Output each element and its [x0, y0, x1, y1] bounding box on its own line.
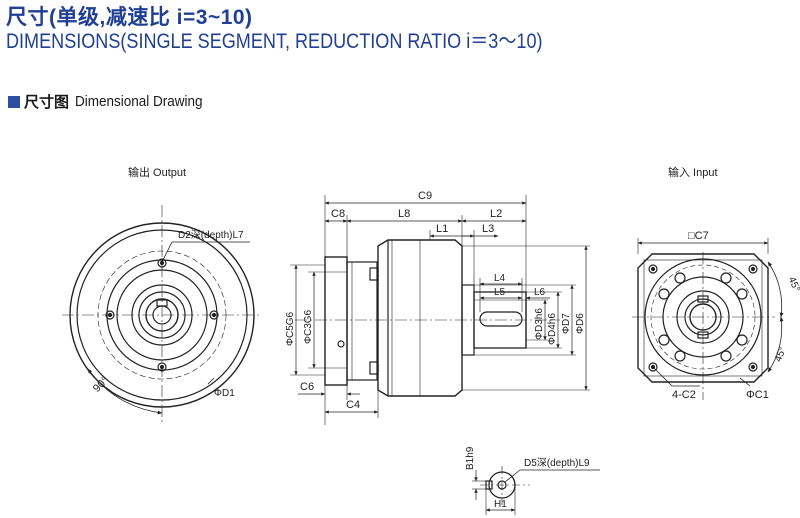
- section-square-icon: [8, 95, 20, 108]
- output-view-label: 输出 Output: [128, 165, 186, 179]
- section-header: 尺寸图 Dimensional Drawing: [8, 91, 217, 112]
- dim-c7: □C7: [688, 230, 709, 242]
- dim-l6: L6: [534, 287, 546, 298]
- key-detail: B1h9 D5深(depth)L9 H1: [465, 446, 600, 515]
- section-label-en: Dimensional Drawing: [75, 93, 203, 110]
- dim-phi-c5g6: ΦC5G6: [285, 311, 296, 346]
- page-subtitle: DIMENSIONS(SINGLE SEGMENT, REDUCTION RAT…: [6, 30, 543, 53]
- dim-l4: L4: [494, 273, 506, 284]
- dim-b1h9: B1h9: [465, 446, 476, 470]
- dim-phi-c1: ΦC1: [746, 389, 769, 401]
- dim-h1: H1: [494, 499, 507, 510]
- dim-phi-d3h6: ΦD3h6: [534, 308, 545, 340]
- dim-l5: L5: [494, 287, 506, 298]
- output-bolt-holes: [105, 258, 219, 372]
- section-label-cn: 尺寸图: [24, 94, 70, 111]
- dim-angle-45-top: 45°: [786, 275, 800, 293]
- side-view: C9 C8 L8 L2 L1 L3 L4 L5 L6 ΦC5G6 ΦC3G6 Φ…: [285, 190, 590, 425]
- dim-angle-45-bottom: 45°: [773, 345, 789, 363]
- input-view-label: 输入 Input: [668, 165, 718, 179]
- input-bolt-holes: [658, 272, 748, 362]
- dim-c8: C8: [331, 208, 345, 220]
- output-view: 输出 Output D2深(depth)L7 ΦD1 90°: [62, 165, 262, 425]
- dim-phi-d4h6: ΦD4h6: [547, 313, 558, 345]
- page-title: 尺寸(单级,减速比 i=3~10): [6, 6, 253, 29]
- dim-c9: C9: [418, 190, 432, 202]
- dim-d2-depth: D2深(depth)L7: [178, 229, 244, 241]
- dim-phi-d6: ΦD6: [575, 313, 586, 334]
- dim-d5-depth: D5深(depth)L9: [524, 457, 590, 469]
- dim-phi-c3g6: ΦC3G6: [303, 309, 314, 344]
- dim-l3: L3: [482, 223, 494, 235]
- dim-c6: C6: [300, 381, 314, 393]
- dim-l8: L8: [398, 208, 410, 220]
- dim-l1: L1: [436, 223, 448, 235]
- dim-l2: L2: [490, 208, 502, 220]
- dim-4-c2: 4-C2: [672, 389, 696, 401]
- input-view: 输入 Input □C7 45°: [632, 165, 800, 401]
- dim-phi-d7: ΦD7: [561, 313, 572, 334]
- dim-phi-d1: ΦD1: [214, 388, 235, 399]
- dim-c4: C4: [346, 399, 360, 411]
